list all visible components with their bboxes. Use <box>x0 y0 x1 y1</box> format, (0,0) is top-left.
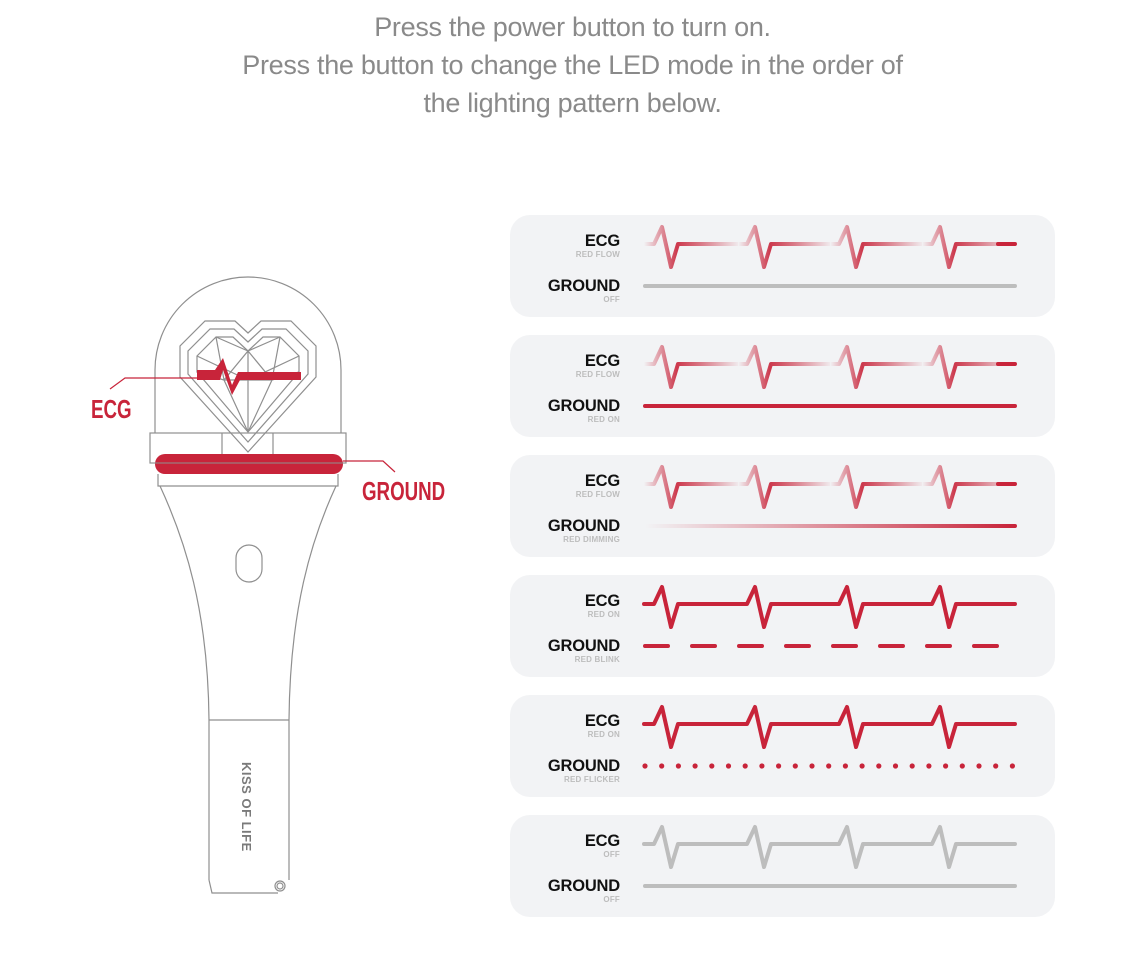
instruction-line-2: Press the button to change the LED mode … <box>242 50 903 80</box>
ecg-light <box>197 358 301 395</box>
ground-mode: RED FLICKER <box>564 775 620 784</box>
lightstick-drawing: KISS OF LIFE <box>109 276 396 894</box>
pattern-waveform <box>642 585 1017 648</box>
pattern-waveform <box>642 825 1017 888</box>
lightstick-illustration: KISS OF LIFE ECG GROUND <box>0 0 500 965</box>
ecg-mode: RED FLOW <box>575 370 620 379</box>
ecg-mode: RED FLOW <box>575 250 620 259</box>
ground-mode: RED DIMMING <box>563 535 620 544</box>
ecg-mode: RED ON <box>587 610 620 619</box>
ground-mode: OFF <box>603 295 620 304</box>
ecg-label: ECG <box>584 232 620 250</box>
ground-mode: RED ON <box>587 415 620 424</box>
ground-label: GROUND <box>547 397 620 415</box>
dome-outline <box>154 276 342 433</box>
callout-ground: GROUND <box>362 476 446 506</box>
instruction-line-3: the lighting pattern below. <box>423 88 722 118</box>
ground-mode: OFF <box>603 895 620 904</box>
ecg-mode: OFF <box>603 850 620 859</box>
pattern-waveform <box>642 705 1017 769</box>
pattern-waveform <box>643 345 1017 408</box>
instruction-line-1: Press the power button to turn on. <box>374 12 771 42</box>
ecg-label: ECG <box>584 352 620 370</box>
instructions: Press the power button to turn on. Press… <box>0 8 1145 122</box>
ground-label: GROUND <box>547 277 620 295</box>
ground-label: GROUND <box>547 757 620 775</box>
pattern-waveform <box>643 225 1017 288</box>
ground-label: GROUND <box>547 637 620 655</box>
ecg-mode: RED ON <box>587 730 620 739</box>
power-button-outline <box>235 544 263 583</box>
callout-ecg: ECG <box>91 394 132 424</box>
ecg-label: ECG <box>584 832 620 850</box>
ecg-label: ECG <box>584 712 620 730</box>
ground-ring <box>155 454 343 474</box>
ground-label: GROUND <box>547 517 620 535</box>
ecg-mode: RED FLOW <box>575 490 620 499</box>
handle-brand-text: KISS OF LIFE <box>239 762 254 852</box>
pattern-waveform <box>643 465 1017 528</box>
ground-mode: RED BLINK <box>574 655 620 664</box>
ecg-label: ECG <box>584 592 620 610</box>
ecg-label: ECG <box>584 472 620 490</box>
ground-label: GROUND <box>547 877 620 895</box>
